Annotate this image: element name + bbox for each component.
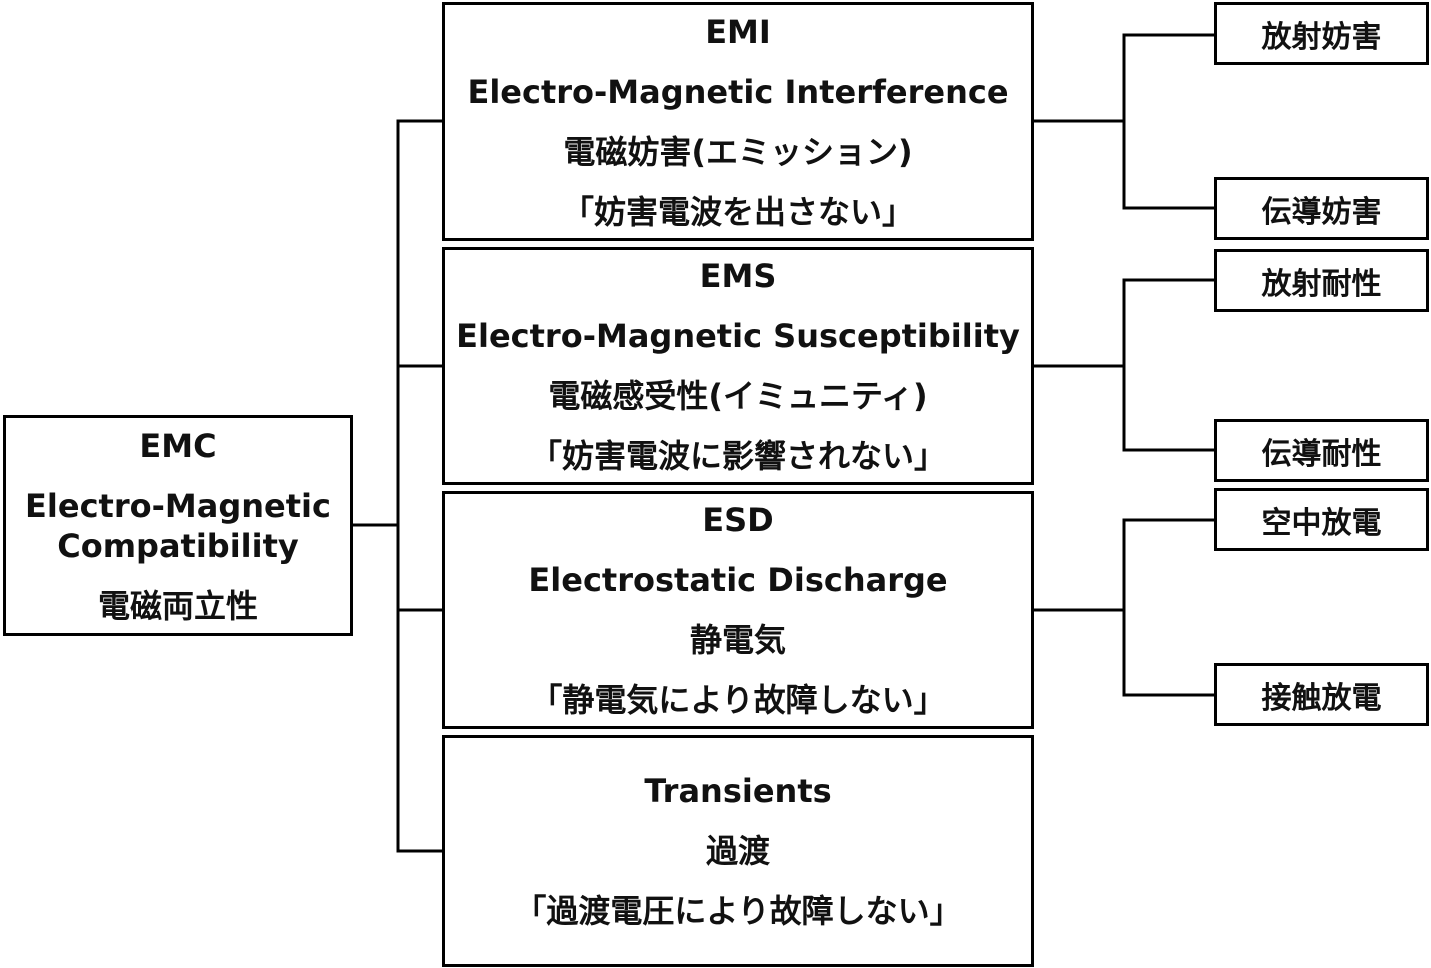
- transients-japanese: 過渡: [705, 832, 770, 870]
- transients-box: Transients 過渡 「過渡電圧により故障しない」: [442, 735, 1034, 967]
- esd-note: 「静電気により故障しない」: [530, 681, 946, 719]
- emi-box: EMI Electro-Magnetic Interference 電磁妨害(エ…: [442, 2, 1034, 241]
- leaf-radiated-immunity: 放射耐性: [1214, 249, 1429, 312]
- esd-japanese: 静電気: [689, 621, 786, 659]
- leaf-conducted-immunity: 伝導耐性: [1214, 419, 1429, 482]
- leaf-conducted-emission: 伝導妨害: [1214, 177, 1429, 240]
- leaf-label: 放射耐性: [1261, 266, 1382, 302]
- emc-japanese: 電磁両立性: [97, 586, 258, 625]
- leaf-contact-discharge: 接触放電: [1214, 663, 1429, 726]
- leaf-label: 放射妨害: [1261, 19, 1382, 55]
- ems-note: 「妨害電波に影響されない」: [529, 437, 946, 475]
- leaf-label: 伝導妨害: [1261, 194, 1382, 230]
- transients-note: 「過渡電圧により故障しない」: [514, 892, 962, 930]
- emc-box: EMC Electro-Magnetic Compatibility 電磁両立性: [3, 415, 353, 636]
- ems-japanese: 電磁感受性(イミュニティ): [548, 377, 928, 415]
- esd-box: ESD Electrostatic Discharge 静電気 「静電気により故…: [442, 491, 1034, 729]
- emi-full-name: Electro-Magnetic Interference: [467, 72, 1009, 111]
- leaf-label: 空中放電: [1261, 505, 1382, 541]
- esd-abbr: ESD: [702, 501, 774, 539]
- leaf-label: 接触放電: [1261, 680, 1382, 716]
- leaf-label: 伝導耐性: [1261, 436, 1382, 472]
- emi-abbr: EMI: [705, 12, 771, 51]
- esd-full-name: Electrostatic Discharge: [528, 561, 948, 599]
- ems-box: EMS Electro-Magnetic Susceptibility 電磁感受…: [442, 247, 1034, 485]
- emc-abbr: EMC: [139, 426, 217, 465]
- ems-full-name: Electro-Magnetic Susceptibility: [456, 317, 1020, 355]
- leaf-air-discharge: 空中放電: [1214, 488, 1429, 551]
- leaf-radiated-emission: 放射妨害: [1214, 2, 1429, 65]
- emc-full-name: Electro-Magnetic Compatibility: [25, 486, 331, 565]
- emi-note: 「妨害電波を出さない」: [561, 192, 914, 231]
- ems-abbr: EMS: [699, 257, 777, 295]
- emi-japanese: 電磁妨害(エミッション): [563, 132, 913, 171]
- transients-abbr: Transients: [644, 772, 832, 810]
